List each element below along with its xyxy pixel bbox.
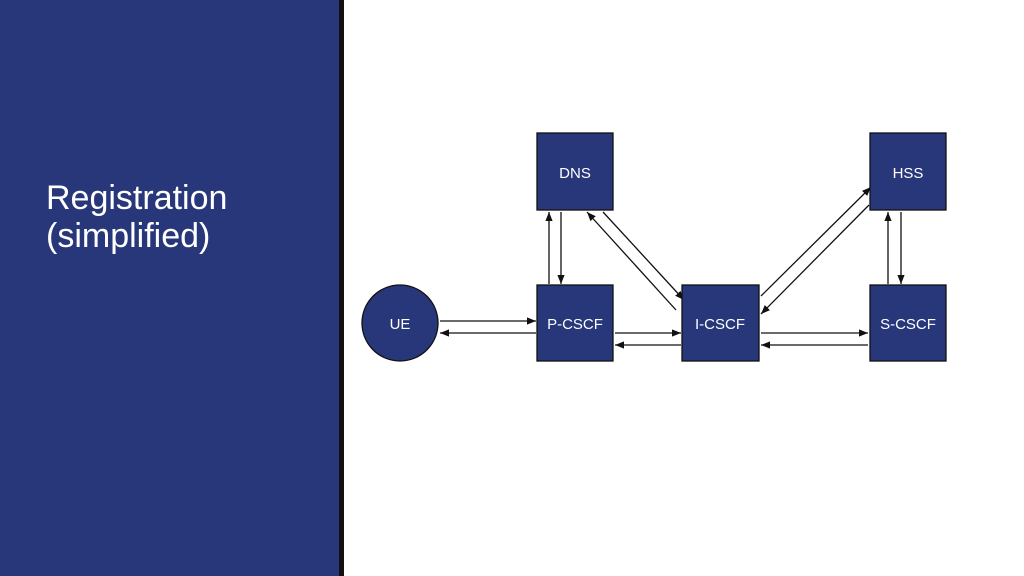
node-pcscf: P-CSCF <box>536 284 614 362</box>
node-ue: UE <box>361 284 439 362</box>
slide-title-line-2: (simplified) <box>46 216 211 255</box>
node-scscf: S-CSCF <box>869 284 947 362</box>
edge-icscf-to-hss <box>760 186 872 297</box>
edge-dns-to-icscf <box>602 211 685 301</box>
node-dns-label: DNS <box>559 165 591 182</box>
node-hss-label: HSS <box>893 165 924 182</box>
node-pcscf-label: P-CSCF <box>547 316 603 333</box>
node-icscf: I-CSCF <box>681 284 760 362</box>
node-icscf-label: I-CSCF <box>695 316 745 333</box>
node-ue-label: UE <box>390 316 411 333</box>
node-scscf-label: S-CSCF <box>880 316 936 333</box>
title-panel <box>0 0 339 576</box>
slide-title: Registration (simplified) <box>46 179 326 255</box>
slide-title-line-1: Registration <box>46 178 228 217</box>
edge-hss-to-icscf <box>760 204 870 315</box>
panel-divider <box>339 0 344 576</box>
node-dns: DNS <box>536 132 614 211</box>
node-hss: HSS <box>869 132 947 211</box>
edge-icscf-to-dns <box>586 211 677 311</box>
